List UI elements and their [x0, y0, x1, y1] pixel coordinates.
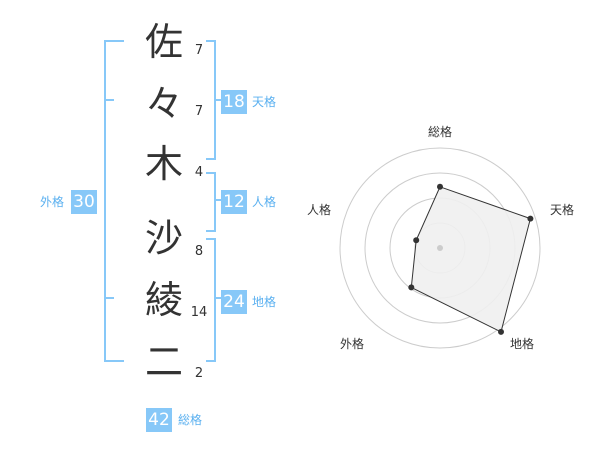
chikaku-bracket [206, 238, 216, 362]
soukaku-value-badge: 42 [146, 408, 172, 432]
name-char-5: 綾 [144, 278, 183, 322]
gaikaku-bracket [104, 40, 124, 362]
chikaku-label: 地格 [252, 295, 277, 309]
name-char-4: 沙 [144, 216, 183, 260]
radar-point-4 [408, 284, 415, 291]
stroke-count-2: 7 [194, 104, 204, 119]
radar-data-polygon [410, 186, 531, 333]
radar-point-3 [498, 328, 504, 335]
name-char-6: 二 [144, 340, 183, 384]
stroke-count-3: 4 [194, 165, 204, 180]
radar-point-2 [527, 215, 534, 222]
name-char-1: 佐 [144, 20, 183, 64]
jinkaku-label: 人格 [252, 195, 277, 209]
connector-tick [214, 99, 222, 101]
radar-axis-label-jinkaku: 人格 [307, 203, 332, 217]
stroke-count-6: 2 [194, 366, 204, 381]
tenkaku-value-badge: 18 [221, 90, 247, 114]
radar-center-point [437, 245, 443, 251]
radar-axis-label-gaikaku: 外格 [340, 337, 365, 351]
connector-tick [214, 199, 222, 201]
radar-axis-label-soukaku: 総格 [428, 125, 453, 139]
jinkaku-bracket [206, 172, 216, 232]
chikaku-value-badge: 24 [221, 290, 247, 314]
gaikaku-label: 外格 [40, 195, 65, 209]
gaikaku-inner-tick [106, 297, 114, 299]
gaikaku-inner-tick [106, 99, 114, 101]
radar-grid-ring [339, 147, 541, 349]
jinkaku-value-badge: 12 [221, 190, 247, 214]
connector-tick [214, 297, 222, 299]
stroke-count-1: 7 [194, 43, 204, 58]
radar-point-5 [413, 237, 420, 244]
stroke-count-5: 14 [190, 305, 208, 320]
tenkaku-label: 天格 [252, 95, 277, 109]
radar-axis-label-chikaku: 地格 [510, 337, 535, 351]
name-char-2: 々 [144, 82, 183, 126]
stroke-count-4: 8 [194, 244, 204, 259]
soukaku-label: 総格 [178, 413, 203, 427]
radar-axis-label-tenkaku: 天格 [550, 203, 575, 217]
radar-point-1 [437, 183, 443, 190]
gaikaku-value-badge: 30 [71, 190, 97, 214]
name-char-3: 木 [144, 142, 183, 186]
